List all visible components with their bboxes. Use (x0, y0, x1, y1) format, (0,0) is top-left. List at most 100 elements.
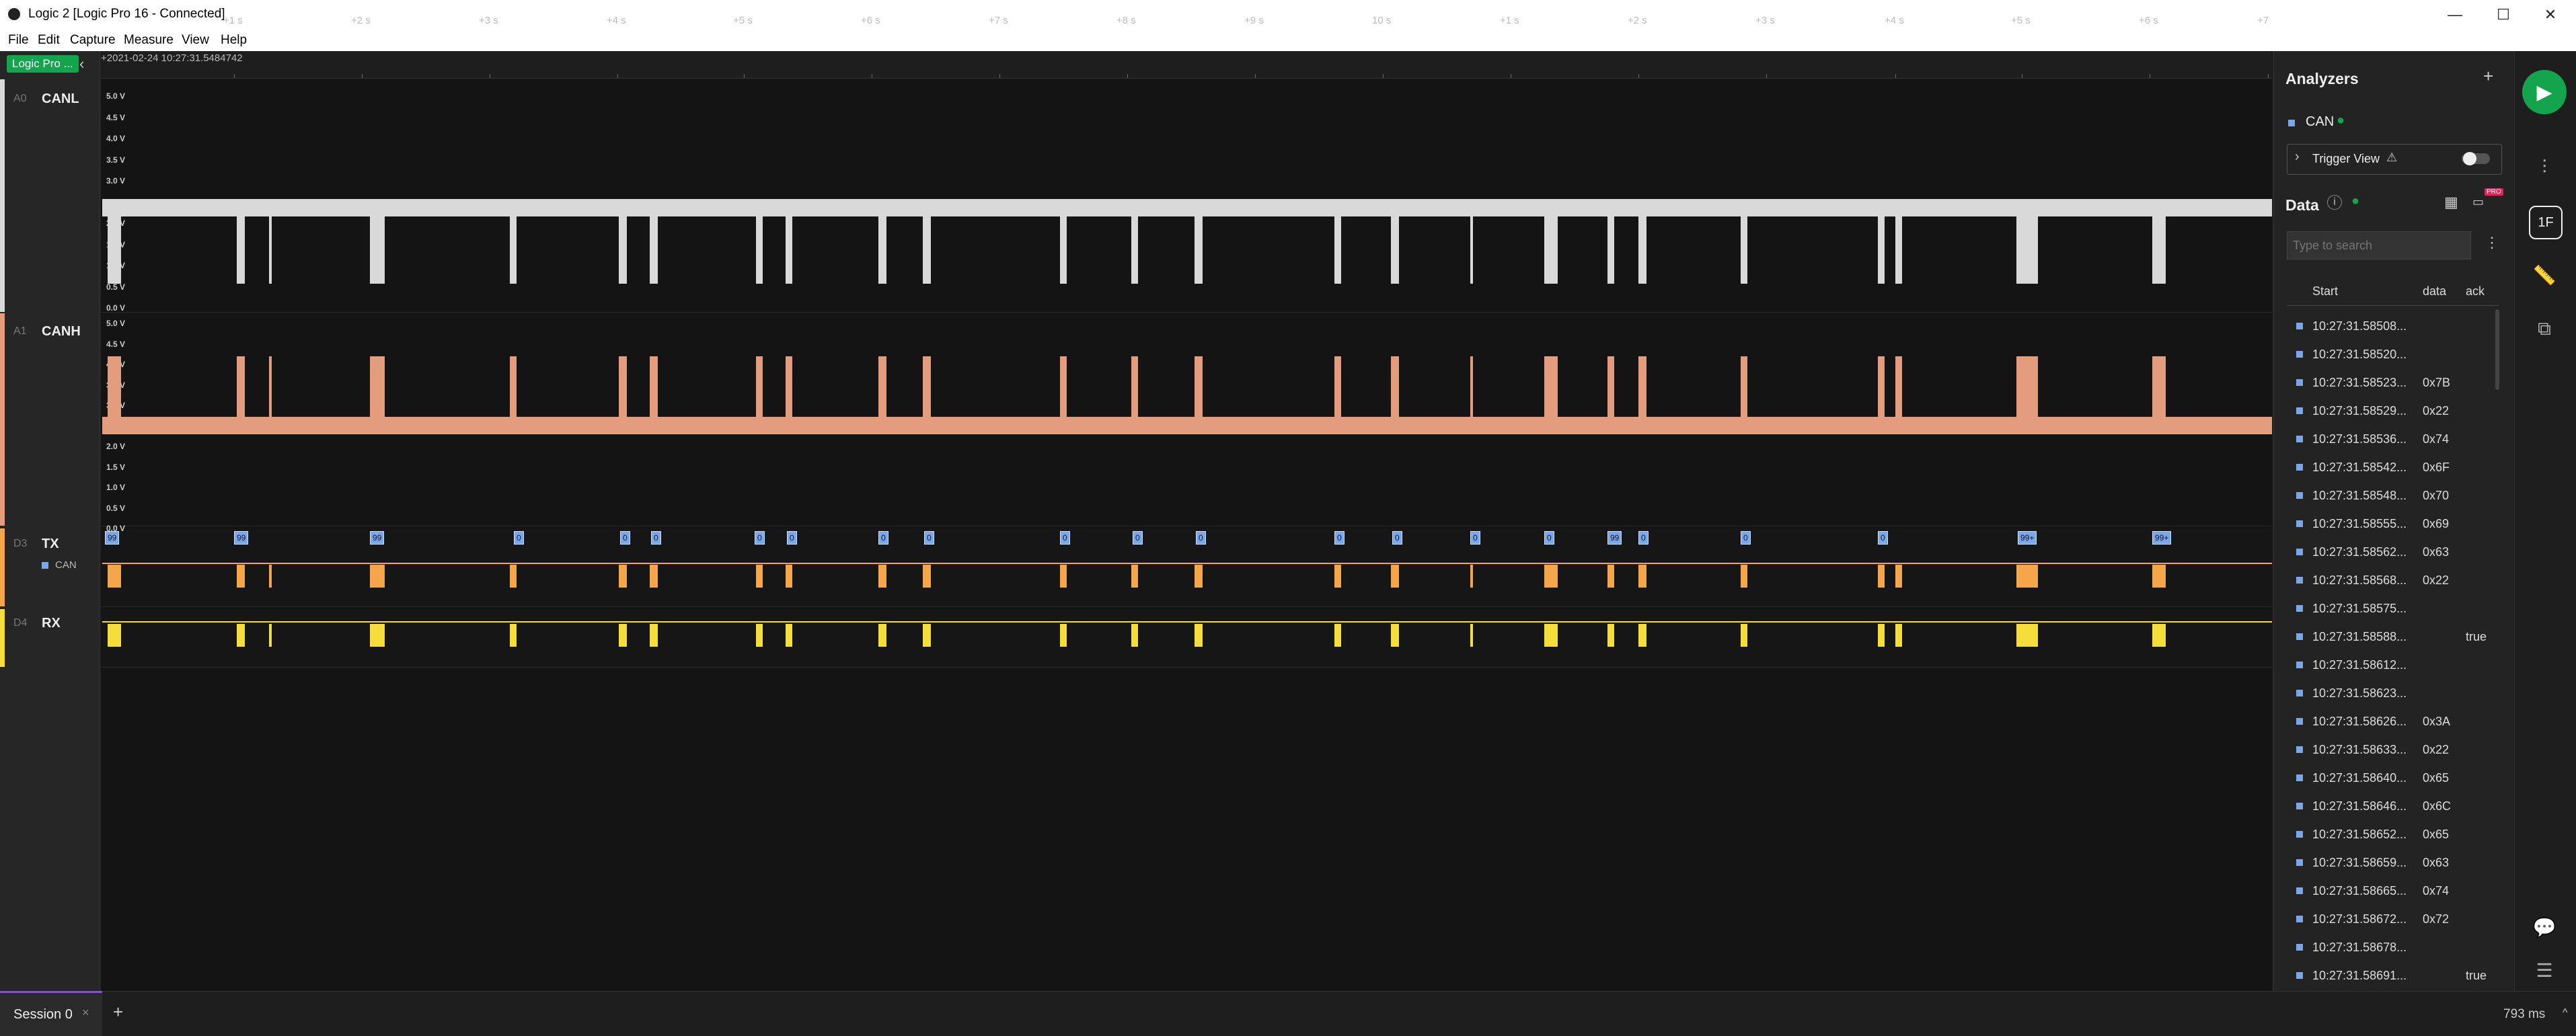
table-row[interactable]: 10:27:31.58542...0x6F (2287, 453, 2499, 481)
decoded-frame-tag[interactable]: 0 (1470, 531, 1480, 545)
table-row[interactable]: 10:27:31.58588...true (2287, 623, 2499, 651)
close-button[interactable]: ✕ (2544, 6, 2557, 23)
decoded-frame-tag[interactable]: 99 (370, 531, 385, 545)
minimize-button[interactable]: — (2448, 6, 2462, 23)
terminal-view-icon[interactable]: ▭ (2472, 195, 2485, 208)
decoded-frame-tag[interactable]: 0 (1878, 531, 1888, 545)
table-scrollbar[interactable] (2495, 309, 2499, 390)
analyzer-panel (2273, 51, 2515, 991)
column-ack[interactable]: ack (2466, 284, 2485, 298)
table-row[interactable]: 10:27:31.58633...0x22 (2287, 735, 2499, 764)
menu-edit[interactable]: Edit (38, 33, 60, 47)
lane-canh[interactable] (101, 313, 2272, 526)
table-row[interactable]: 10:27:31.58665...0x74 (2287, 877, 2499, 905)
table-row[interactable]: 10:27:31.58652...0x65 (2287, 820, 2499, 848)
table-row[interactable]: 10:27:31.58575... (2287, 594, 2499, 623)
table-row[interactable]: 10:27:31.58536...0x74 (2287, 425, 2499, 453)
decoded-frame-tag[interactable]: 0 (787, 531, 797, 545)
menu-capture[interactable]: Capture (70, 33, 116, 47)
decoded-frame-tag[interactable]: 0 (1392, 531, 1402, 545)
decoded-frame-tag[interactable]: 0 (651, 531, 661, 545)
menu-icon[interactable]: ☰ (2536, 959, 2553, 981)
table-row[interactable]: 10:27:31.58568...0x22 (2287, 566, 2499, 594)
lane-tx[interactable] (101, 528, 2272, 607)
table-row[interactable]: 10:27:31.58626...0x3A (2287, 707, 2499, 735)
table-row[interactable]: 10:27:31.58612... (2287, 651, 2499, 679)
time-axis[interactable] (101, 51, 2272, 79)
analyzers-icon[interactable]: 1F (2529, 206, 2563, 239)
rx-frame (878, 624, 886, 647)
lane-rx[interactable] (101, 609, 2272, 668)
decoded-frame-tag[interactable]: 0 (1544, 531, 1554, 545)
table-row[interactable]: 10:27:31.58562...0x63 (2287, 538, 2499, 566)
channel-id-d3: D3 (13, 538, 28, 549)
column-data[interactable]: data (2423, 284, 2447, 298)
table-row[interactable]: 10:27:31.58691...true (2287, 961, 2499, 990)
channel-name-tx[interactable]: TX (42, 536, 59, 551)
decoded-frame-tag[interactable]: 0 (1133, 531, 1143, 545)
column-start[interactable]: Start (2312, 284, 2339, 298)
decoded-frame-tag[interactable]: 99 (1607, 531, 1622, 545)
decoded-frame-tag[interactable]: 99+ (2018, 531, 2037, 545)
rx-frame (650, 624, 658, 647)
table-view-icon[interactable]: ▦ (2444, 194, 2458, 210)
menu-view[interactable]: View (182, 33, 209, 47)
decoded-frame-tag[interactable]: 0 (1334, 531, 1344, 545)
session-tab[interactable] (0, 991, 102, 1036)
tx-frame (1638, 565, 1646, 588)
table-row[interactable]: 10:27:31.58623... (2287, 679, 2499, 707)
decoded-frame-tag[interactable]: 0 (1196, 531, 1206, 545)
sliders-icon[interactable]: ⫶ (2542, 156, 2547, 177)
add-analyzer-icon[interactable]: + (2483, 66, 2494, 86)
decoded-frame-tag[interactable]: 0 (620, 531, 630, 545)
feedback-icon[interactable]: 💬 (2532, 916, 2556, 938)
channel-name-canl[interactable]: CANL (42, 91, 79, 106)
table-row[interactable]: 10:27:31.58508... (2287, 312, 2499, 340)
add-session-icon[interactable]: + (113, 1002, 124, 1022)
decoded-frame-tag[interactable]: 0 (878, 531, 888, 545)
analyzer-can[interactable]: CAN (2306, 114, 2335, 129)
decoded-frame-tag[interactable]: 0 (1060, 531, 1070, 545)
maximize-button[interactable]: ☐ (2497, 6, 2510, 23)
table-row[interactable]: 10:27:31.58646...0x6C (2287, 792, 2499, 820)
menu-file[interactable]: File (8, 33, 29, 47)
row-start: 10:27:31.58623... (2312, 686, 2407, 700)
rx-frame (1741, 624, 1747, 647)
lane-canl[interactable] (101, 79, 2272, 313)
decoded-frame-tag[interactable]: 0 (1638, 531, 1649, 545)
table-row[interactable]: 10:27:31.58523...0x7B (2287, 368, 2499, 397)
collapse-panel-icon[interactable]: ‹ (79, 55, 85, 72)
decoded-frame-tag[interactable]: 99 (105, 531, 120, 545)
ruler-icon[interactable]: 📏 (2532, 264, 2556, 286)
row-start: 10:27:31.58612... (2312, 658, 2407, 672)
decoded-frame-tag[interactable]: 0 (514, 531, 524, 545)
menu-measure[interactable]: Measure (124, 33, 174, 47)
close-tab-icon[interactable]: × (82, 1006, 89, 1019)
table-row[interactable]: 10:27:31.58529...0x22 (2287, 397, 2499, 425)
channel-name-canh[interactable]: CANH (42, 324, 81, 339)
table-row[interactable]: 10:27:31.58520... (2287, 340, 2499, 368)
menu-help[interactable]: Help (221, 33, 248, 47)
table-row[interactable]: 10:27:31.58678... (2287, 933, 2499, 961)
table-row[interactable]: 10:27:31.58672...0x72 (2287, 905, 2499, 933)
chevron-up-icon[interactable]: ^ (2563, 1007, 2568, 1019)
more-options-icon[interactable]: ⋮ (2485, 234, 2499, 251)
chevron-right-icon[interactable]: › (2295, 149, 2300, 164)
decoded-frame-tag[interactable]: 99 (234, 531, 249, 545)
play-icon[interactable]: ▶ (2522, 70, 2567, 114)
decoded-frame-tag[interactable]: 0 (755, 531, 765, 545)
trigger-view-row[interactable] (2287, 144, 2502, 175)
table-row[interactable]: 10:27:31.58659...0x63 (2287, 848, 2499, 877)
channel-name-rx[interactable]: RX (42, 616, 61, 631)
row-analyzer-dot (2296, 662, 2303, 668)
search-input[interactable] (2287, 231, 2471, 260)
info-icon[interactable]: i (2327, 195, 2342, 210)
decoded-frame-tag[interactable]: 0 (924, 531, 934, 545)
decoded-frame-tag[interactable]: 0 (1741, 531, 1751, 545)
extensions-icon[interactable]: ⧉ (2538, 317, 2551, 339)
device-badge[interactable]: Logic Pro ... (7, 55, 79, 73)
table-row[interactable]: 10:27:31.58555...0x69 (2287, 510, 2499, 538)
table-row[interactable]: 10:27:31.58548...0x70 (2287, 481, 2499, 510)
decoded-frame-tag[interactable]: 99+ (2152, 531, 2172, 545)
table-row[interactable]: 10:27:31.58640...0x65 (2287, 764, 2499, 792)
